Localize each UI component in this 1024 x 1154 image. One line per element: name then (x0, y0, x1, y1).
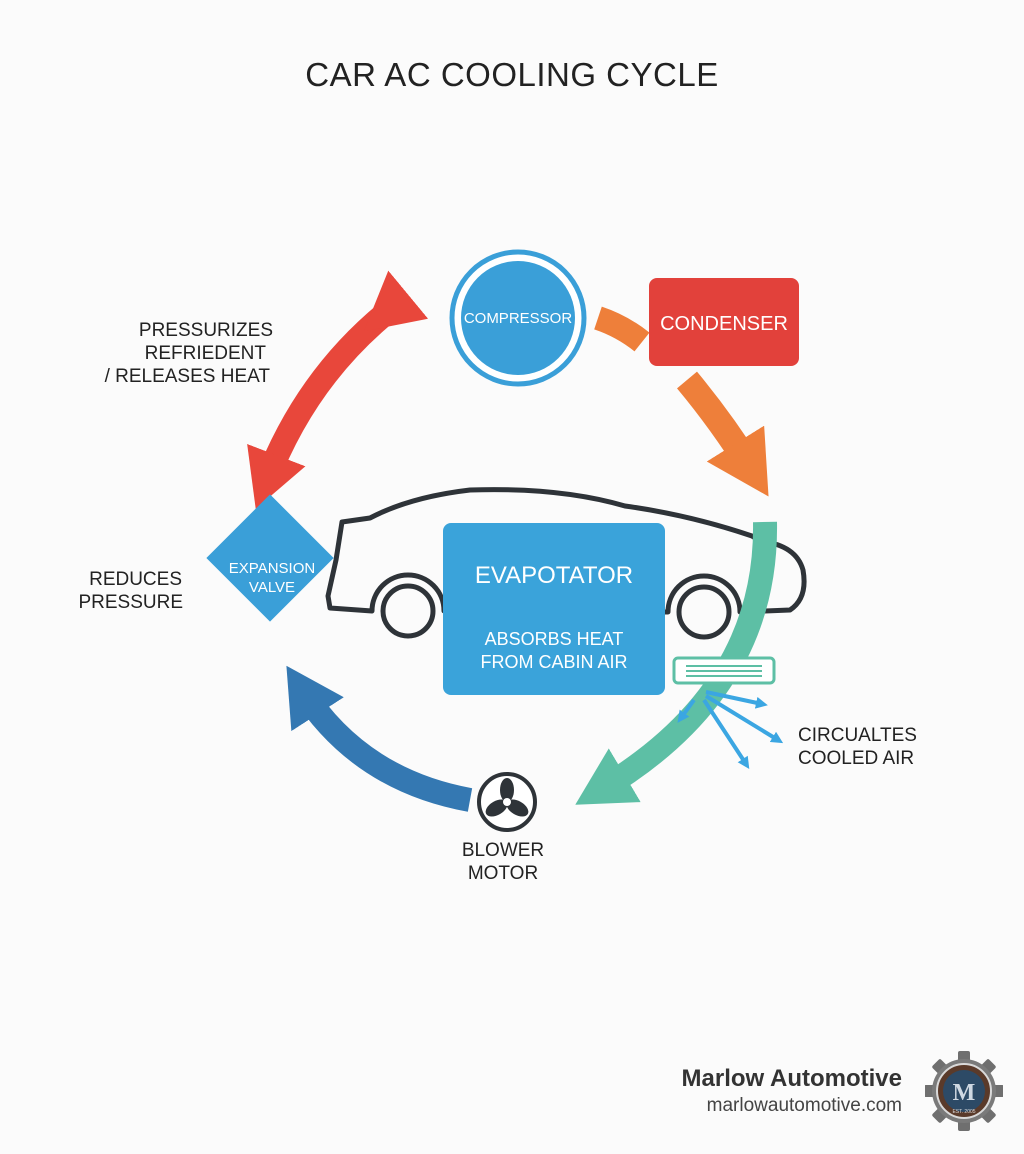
car-outline (325, 487, 807, 640)
brand-name: Marlow Automotive (681, 1065, 902, 1092)
arrow-compressor-to-condenser (594, 306, 650, 352)
expansion-valve-label-line2: VALVE (249, 579, 295, 596)
blower-fan-icon (477, 772, 537, 832)
pressurizes-label-line1: PRESSURIZES (139, 320, 273, 341)
diagram-title: CAR AC COOLING CYCLE (305, 56, 718, 93)
evaporator-node: EVAPOTATOR ABSORBS HEAT FROM CABIN AIR (443, 523, 665, 695)
reduces-label-line2: PRESSURE (78, 592, 183, 613)
compressor-node: COMPRESSOR (449, 249, 587, 387)
car-wheel-front (380, 583, 436, 639)
arrow-condenser-to-evaporator (677, 371, 769, 497)
pressurizes-label-line3: / RELEASES HEAT (105, 366, 271, 387)
blower-label-line1: BLOWER (462, 840, 544, 861)
evaporator-label: EVAPOTATOR (475, 562, 633, 589)
logo-small-text: EST. 2005 (952, 1109, 975, 1115)
compressor-label: COMPRESSOR (464, 310, 573, 327)
blower-label-line2: MOTOR (468, 863, 538, 884)
arrow-blower-to-expansion (286, 665, 473, 812)
car-wheel-rear (676, 584, 732, 640)
expansion-valve-node: EXPANSION VALVE (206, 494, 334, 622)
reduces-label-line1: REDUCES (89, 569, 182, 590)
evaporator-desc-line1: ABSORBS HEAT (485, 629, 624, 649)
gear-logo-icon: M EST. 2005 (925, 1051, 1003, 1131)
expansion-valve-label-line1: EXPANSION (229, 560, 315, 577)
logo-letters: M (953, 1080, 976, 1106)
arrow-pressurizes-double (247, 270, 429, 509)
air-vent-icon (672, 656, 776, 685)
pressurizes-label-line2: REFRIEDENT (145, 343, 267, 364)
circulates-label-line1: CIRCUALTES (798, 725, 917, 746)
condenser-node: CONDENSER (649, 278, 799, 366)
brand-url: marlowautomotive.com (706, 1095, 902, 1116)
brand-block: Marlow Automotive marlowautomotive.com (682, 1064, 902, 1118)
cooled-air-arrows (677, 690, 784, 770)
evaporator-desc-line2: FROM CABIN AIR (480, 652, 627, 672)
circulates-label-line2: COOLED AIR (798, 748, 914, 769)
condenser-label: CONDENSER (660, 313, 788, 335)
